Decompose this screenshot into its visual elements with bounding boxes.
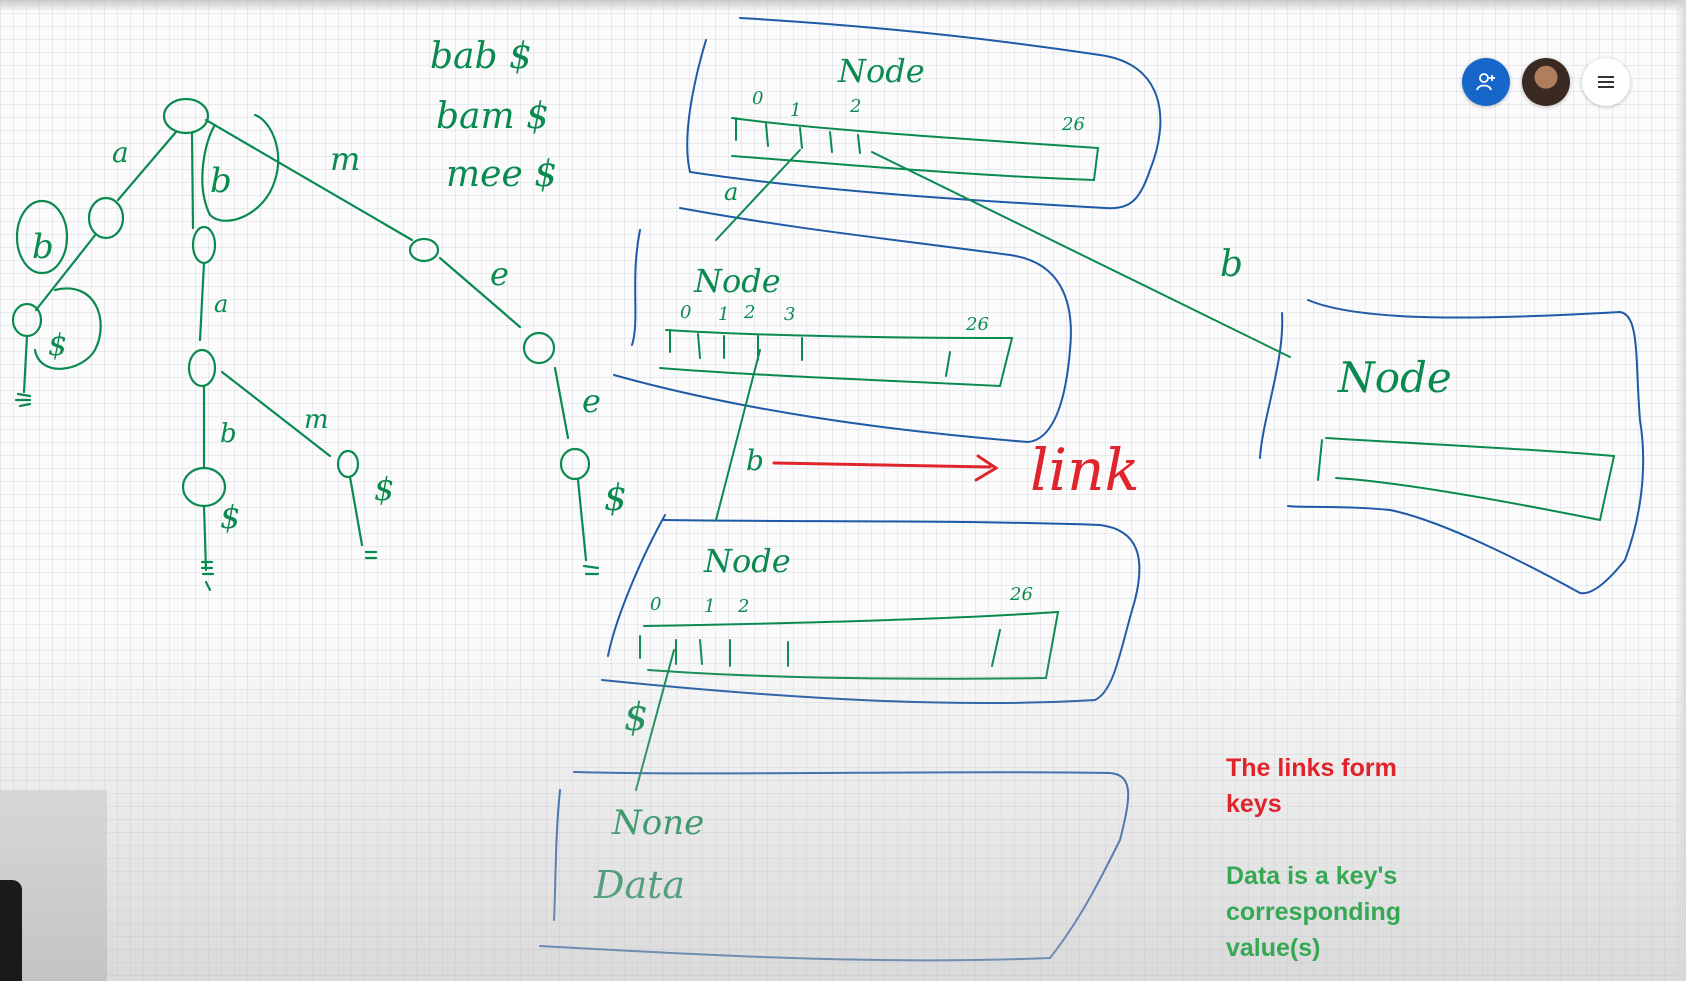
chair-silhouette xyxy=(0,880,22,981)
trie-node-ab xyxy=(11,302,43,338)
edge-label-a-2: a xyxy=(214,290,228,318)
none-label: None xyxy=(611,803,704,843)
index-0-a: 0 xyxy=(752,88,763,109)
notes-panel: The links form keys Data is a key's corr… xyxy=(1226,750,1486,966)
dollar-label: $ xyxy=(48,328,67,363)
data-label: Data xyxy=(593,863,685,907)
index-1-a: 1 xyxy=(790,100,801,121)
index-3-b: 3 xyxy=(784,304,795,325)
webcam-overlay xyxy=(0,790,107,981)
index-2-c: 2 xyxy=(737,596,749,617)
note-data-desc: Data is a key's corresponding value(s) xyxy=(1226,858,1486,966)
top-toolbar-shadow xyxy=(0,0,1686,12)
edge-label-b: b xyxy=(210,161,232,201)
index-26-b: 26 xyxy=(965,314,989,335)
word-bam: bam $ xyxy=(436,96,549,137)
index-1-b: 1 xyxy=(718,304,729,325)
trie-node-m xyxy=(408,237,440,263)
index-2-b: 2 xyxy=(743,302,755,323)
trie-labels: a b b m $ a b m $ $ e e $ bab $ bam $ me… xyxy=(32,36,627,536)
top-right-controls xyxy=(1462,58,1630,106)
word-bab: bab $ xyxy=(430,36,532,77)
index-0-c: 0 xyxy=(650,594,661,615)
user-avatar[interactable] xyxy=(1522,58,1570,106)
edge-label-a-3: a xyxy=(724,178,738,206)
trie-tree-drawing xyxy=(11,97,600,592)
note-line: Data is a key's xyxy=(1226,862,1398,890)
note-line: value(s) xyxy=(1226,934,1321,962)
hamburger-menu-icon xyxy=(1598,76,1614,88)
dollar-label-4: $ xyxy=(604,478,627,519)
trie-node-a xyxy=(87,196,125,240)
word-mee: mee $ xyxy=(446,154,557,195)
index-26-a: 26 xyxy=(1061,114,1085,135)
edge-label-a: a xyxy=(112,136,129,169)
edge-label-m-2: m xyxy=(304,405,329,435)
index-2-a: 2 xyxy=(849,96,861,117)
link-arrow: link xyxy=(772,436,1140,504)
trie-node-mee xyxy=(559,447,591,481)
node-label-4: Node xyxy=(1337,353,1452,402)
trie-node-bab xyxy=(181,466,227,508)
note-links-form-keys: The links form keys xyxy=(1226,750,1486,822)
link-label: link xyxy=(1030,436,1140,504)
edge-label-b-circled: b xyxy=(32,227,54,267)
pointer-line-b xyxy=(871,151,1291,358)
person-add-icon xyxy=(1476,73,1495,91)
node-label-3: Node xyxy=(703,542,791,580)
dollar-label-3: $ xyxy=(374,470,394,508)
edge-label-e-2: e xyxy=(582,382,601,420)
right-edge-shadow xyxy=(1676,0,1686,981)
index-labels: 0 1 2 26 0 1 2 3 26 0 1 2 26 xyxy=(650,88,1085,617)
node-label-1: Node xyxy=(837,52,925,90)
note-line: keys xyxy=(1226,790,1282,818)
menu-button[interactable] xyxy=(1582,58,1630,106)
trie-node-b xyxy=(191,225,217,265)
pointer-line-a xyxy=(715,149,801,241)
pointer-line-link xyxy=(715,349,761,521)
edge-label-b-2: b xyxy=(220,419,237,449)
share-button[interactable] xyxy=(1462,58,1510,106)
edge-label-e: e xyxy=(490,255,509,293)
trie-node-ba xyxy=(187,348,217,388)
index-0-b: 0 xyxy=(680,302,691,323)
edge-label-b-4: b xyxy=(746,444,764,477)
edge-label-b-3: b xyxy=(1220,244,1243,285)
index-1-c: 1 xyxy=(704,596,715,617)
trie-root-node xyxy=(162,97,210,135)
node-label-2: Node xyxy=(693,262,781,300)
edge-label-m: m xyxy=(330,140,360,178)
trie-node-me xyxy=(522,331,556,365)
dollar-label-2: $ xyxy=(220,498,240,536)
index-26-c: 26 xyxy=(1009,584,1033,605)
dollar-label-5: $ xyxy=(624,695,648,739)
note-line: corresponding xyxy=(1226,898,1402,926)
note-line: The links form xyxy=(1226,754,1397,782)
trie-node-bam xyxy=(336,449,360,479)
